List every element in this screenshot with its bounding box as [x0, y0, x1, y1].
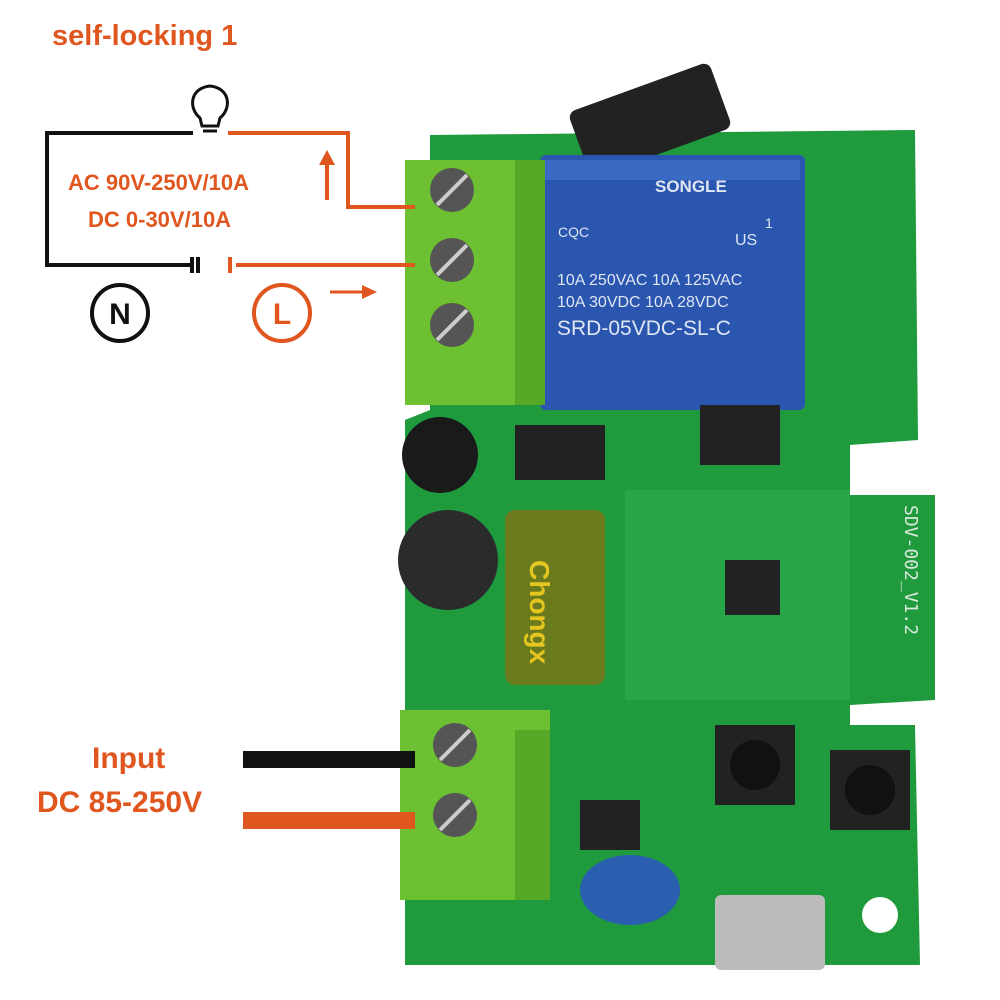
mounting-hole [862, 897, 898, 933]
inductor [398, 510, 498, 610]
input-label: Input [92, 742, 165, 775]
load-wiring [45, 131, 415, 299]
dc-rating: DC 0-30V/10A [88, 207, 231, 232]
light-bulb-icon [191, 84, 229, 133]
ac-rating: AC 90V-250V/10A [68, 170, 249, 195]
relay-ul: US [735, 232, 757, 249]
neutral-symbol [90, 283, 150, 343]
ceramic-capacitor [580, 855, 680, 925]
input-negative-wire [243, 751, 415, 768]
title: self-locking 1 [52, 20, 237, 52]
load-wire [228, 131, 415, 209]
input-rating: DC 85-250V [37, 786, 202, 819]
neutral-wire [45, 131, 193, 267]
svg-text:Chongx: Chongx [524, 560, 555, 665]
input-terminal-block [400, 710, 550, 900]
bridge-rectifier [580, 800, 640, 850]
relay-spec-2: 10A 30VDC 10A 28VDC [557, 294, 729, 311]
relay-spec-1: 10A 250VAC 10A 125VAC [557, 272, 742, 289]
film-capacitor: Chongx [505, 510, 605, 685]
relay-model: SRD-05VDC-SL-C [557, 317, 731, 340]
output-terminal-block [405, 160, 545, 405]
antenna-coil [569, 63, 731, 177]
relay-cert: CQC [558, 224, 589, 240]
live-symbol [252, 283, 312, 343]
relay: SONGLE CQC US 1 10A 250VAC 10A 125VAC 10… [540, 155, 805, 410]
pcb-version: SDV-002_V1.2 [900, 505, 921, 635]
svg-text:L: L [273, 298, 291, 331]
relay-ul-num: 1 [765, 215, 773, 231]
chip [725, 560, 780, 615]
relay-brand: SONGLE [655, 177, 727, 196]
micro-usb-port [715, 895, 825, 970]
pcb-board: SONGLE CQC US 1 10A 250VAC 10A 125VAC 10… [398, 63, 935, 970]
input-positive-wire [243, 812, 415, 829]
electrolytic-capacitor [402, 417, 478, 493]
svg-text:N: N [109, 298, 131, 331]
